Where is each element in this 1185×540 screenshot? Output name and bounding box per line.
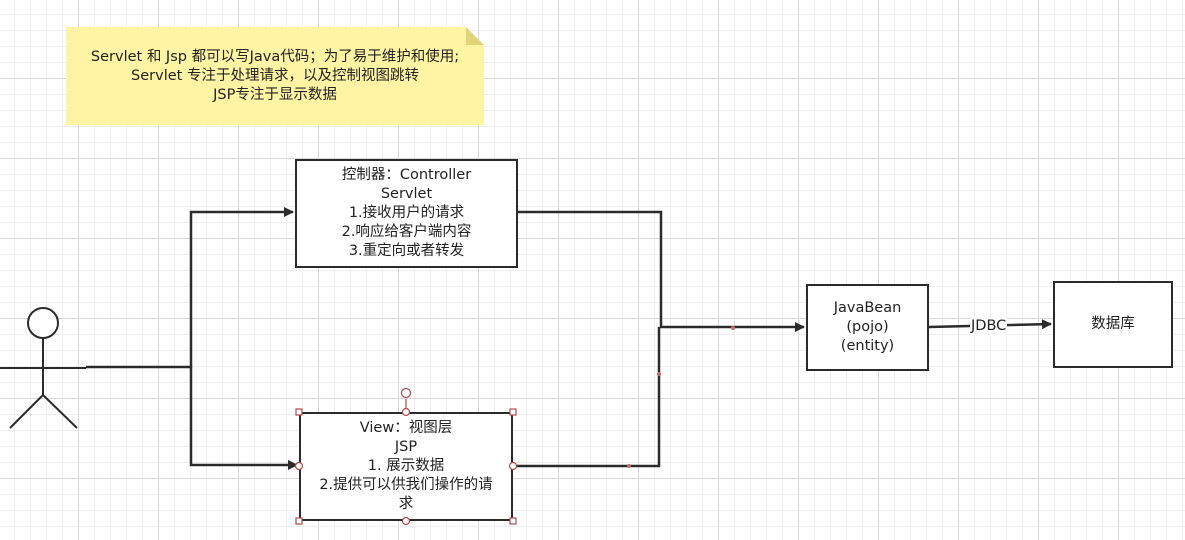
- connection-point-top[interactable]: [401, 407, 411, 417]
- javabean-box[interactable]: JavaBean (pojo) (entity): [806, 284, 929, 371]
- resize-handle-ne[interactable]: [509, 408, 517, 416]
- controller-servlet-box[interactable]: 控制器：Controller Servlet 1.接收用户的请求 2.响应给客户…: [295, 159, 518, 268]
- sticky-note-text: Servlet 和 Jsp 都可以写Java代码；为了易于维护和使用; Serv…: [66, 48, 484, 105]
- sticky-note[interactable]: [66, 27, 484, 125]
- connection-point-right[interactable]: [508, 461, 518, 471]
- resize-handle-nw[interactable]: [295, 408, 303, 416]
- connector-waypoint[interactable]: [657, 372, 661, 376]
- database-label: 数据库: [1091, 316, 1135, 332]
- javabean-alias: (entity): [840, 338, 895, 354]
- view-duty: 1. 展示数据: [367, 458, 445, 474]
- controller-title: 控制器：Controller: [341, 167, 472, 183]
- view-title: View：视图层: [359, 420, 453, 436]
- connection-point-left[interactable]: [294, 461, 304, 471]
- user-to-view-arrow[interactable]: [189, 367, 298, 470]
- connection-point-bottom[interactable]: [401, 516, 411, 526]
- view-duty: 求: [398, 496, 414, 512]
- note-line: JSP专注于显示数据: [213, 87, 337, 103]
- javabean-title: JavaBean: [833, 300, 902, 316]
- view-subtitle: JSP: [394, 439, 418, 455]
- controller-duty: 2.响应给客户端内容: [341, 224, 472, 240]
- view-jsp-box[interactable]: View：视图层 JSP 1. 展示数据 2.提供可以供我们操作的请 求: [299, 412, 513, 521]
- javabean-alias: (pojo): [846, 319, 889, 335]
- note-line: Servlet 专注于处理请求，以及控制视图跳转: [131, 68, 419, 84]
- resize-handle-sw[interactable]: [295, 517, 303, 525]
- connector-waypoint[interactable]: [627, 464, 631, 468]
- connector-waypoint[interactable]: [731, 326, 735, 330]
- controller-duty: 3.重定向或者转发: [348, 243, 465, 259]
- database-box[interactable]: 数据库: [1053, 281, 1173, 368]
- controller-duty: 1.接收用户的请求: [348, 205, 465, 221]
- user-actor-icon[interactable]: [0, 307, 86, 429]
- user-to-controller-arrow[interactable]: [86, 207, 294, 369]
- view-duty: 2.提供可以供我们操作的请: [319, 477, 493, 493]
- controller-subtitle: Servlet: [380, 186, 433, 202]
- note-line: Servlet 和 Jsp 都可以写Java代码；为了易于维护和使用;: [90, 49, 460, 65]
- jdbc-connector-label: JDBC: [970, 317, 1008, 336]
- resize-handle-se[interactable]: [509, 517, 517, 525]
- rotate-handle[interactable]: [400, 387, 412, 399]
